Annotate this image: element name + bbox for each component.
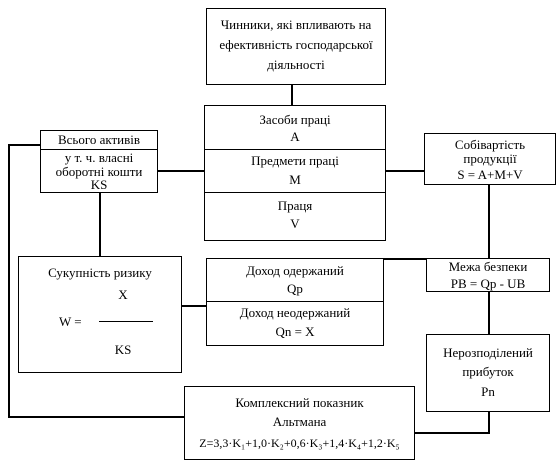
divider xyxy=(41,149,157,150)
means-of-labor-label: Засоби праці xyxy=(259,112,331,127)
connector-loop-left xyxy=(8,144,10,418)
cost-line1: Собівартість xyxy=(454,137,526,152)
factors-box: Чинники, які впливають на ефективність г… xyxy=(206,8,386,85)
received-income-symbol: Qp xyxy=(287,281,303,296)
risk-box: Сукупність ризику W = X KS xyxy=(18,256,182,373)
labor-label: Праця xyxy=(277,198,313,213)
altman-line1: Комплексний показник xyxy=(235,395,364,410)
risk-denominator: KS xyxy=(114,342,132,357)
cost-formula: S = A+M+V xyxy=(457,167,523,182)
connector-assets-risk xyxy=(99,193,101,256)
connector-factors-center xyxy=(291,85,293,105)
risk-numerator: X xyxy=(118,287,128,302)
risk-title: Сукупність ризику xyxy=(48,265,152,280)
altman-box: Комплексний показник Альтмана Z=3,3·K₁+1… xyxy=(184,386,415,460)
connector-altman-profit xyxy=(488,412,490,432)
factors-line2: ефективність господарської xyxy=(219,37,373,52)
retained-profit-symbol: Pn xyxy=(481,384,495,399)
safety-margin-box: Межа безпеки PB = Qp - UB xyxy=(426,258,550,292)
altman-formula: Z=3,3·K₁+1,0·K₂+0,6·K₃+1,4·K₄+1,2·K₅ xyxy=(199,436,400,450)
assets-symbol: KS xyxy=(90,177,108,192)
connector-altman-profit-h xyxy=(415,432,490,434)
risk-lhs: W = xyxy=(59,314,82,329)
total-assets-label: Всього активів xyxy=(57,132,141,147)
received-income-label: Доход одержаний xyxy=(246,263,344,278)
means-of-labor-symbol: A xyxy=(290,129,300,144)
retained-profit-box: Нерозподілений прибуток Pn xyxy=(426,334,550,412)
income-box: Доход одержаний Qp Доход неодержаний Qn … xyxy=(206,258,384,346)
connector-loop-bottom xyxy=(8,416,184,418)
safety-margin-formula: PB = Qp - UB xyxy=(450,276,526,291)
fraction-bar xyxy=(99,321,153,322)
connector-cost-safety xyxy=(488,185,490,258)
objects-of-labor-symbol: M xyxy=(289,172,301,187)
divider xyxy=(205,192,385,193)
connector-loop-top xyxy=(8,144,42,146)
connector-risk-income xyxy=(182,305,206,307)
cost-box: Собівартість продукції S = A+M+V xyxy=(424,133,556,185)
connector-center-cost xyxy=(384,170,424,172)
cost-line2: продукції xyxy=(463,151,517,166)
assets-box: Всього активів у т. ч. власні оборотні к… xyxy=(40,130,158,193)
altman-line2: Альтмана xyxy=(272,414,327,429)
divider xyxy=(205,149,385,150)
connector-income-safety xyxy=(384,258,426,260)
retained-profit-line1: Нерозподілений xyxy=(443,345,533,360)
own-current-assets-line1: у т. ч. власні xyxy=(64,150,134,165)
factors-line3: діяльності xyxy=(267,57,325,72)
own-current-assets-line2: оборотні кошти xyxy=(55,164,143,179)
objects-of-labor-label: Предмети праці xyxy=(251,153,339,168)
connector-safety-profit xyxy=(488,292,490,334)
retained-profit-line2: прибуток xyxy=(462,364,514,379)
labor-symbol: V xyxy=(290,216,300,231)
safety-margin-title: Межа безпеки xyxy=(448,259,528,274)
unreceived-income-formula: Qn = X xyxy=(275,324,315,339)
connector-assets-center xyxy=(158,170,206,172)
factors-line1: Чинники, які впливають на xyxy=(220,17,372,32)
production-factors-box: Засоби праці A Предмети праці M Праця V xyxy=(204,105,386,241)
divider xyxy=(207,301,383,302)
unreceived-income-label: Доход неодержаний xyxy=(239,305,351,320)
